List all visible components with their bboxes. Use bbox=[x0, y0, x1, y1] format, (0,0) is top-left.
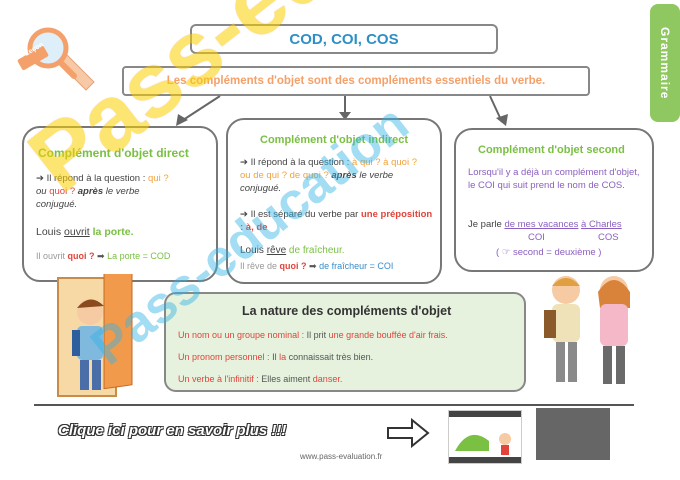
cod-example: Louis ouvrit la porte. bbox=[36, 226, 134, 238]
connector-arrows bbox=[176, 95, 508, 126]
coi-question: Il rêve de quoi ? ➡ de fraîcheur = COI bbox=[240, 261, 394, 271]
cos-label-cos: COS bbox=[598, 232, 619, 243]
boy-door-illustration bbox=[57, 274, 133, 397]
cos-example: Je parle de mes vacances à Charles bbox=[468, 219, 622, 230]
cos-title: Complément d'objet second bbox=[478, 144, 625, 156]
definition-banner: Les compléments d'objet sont des complém… bbox=[122, 66, 590, 96]
nature-box: La nature des compléments d'objet Un nom… bbox=[164, 292, 526, 392]
children-illustration bbox=[544, 276, 630, 384]
right-arrow-icon: ➔ bbox=[240, 157, 251, 168]
nature-row-3: Un verbe à l'infinitif : Elles aiment da… bbox=[178, 374, 343, 384]
grammar-tab[interactable]: Grammaire bbox=[650, 4, 680, 122]
nature-row-2: Un pronom personnel : Il la connaissait … bbox=[178, 352, 374, 362]
pointing-hand-icon: ☞ bbox=[501, 247, 511, 258]
grammar-tab-label: Grammaire bbox=[658, 26, 672, 100]
big-arrow-icon: ➡ bbox=[97, 251, 105, 261]
cos-rule: Lorsqu'il y a déjà un complément d'objet… bbox=[468, 167, 640, 191]
cos-card: Complément d'objet second Lorsqu'il y a … bbox=[454, 128, 654, 272]
video-thumbnail-2[interactable] bbox=[536, 408, 610, 460]
coi-card: Complément d'objet indirect ➔ Il répond … bbox=[226, 118, 442, 284]
nature-row-1: Un nom ou un groupe nominal : Il prit un… bbox=[178, 330, 448, 340]
page-title: COD, COI, COS bbox=[190, 24, 498, 54]
cod-card: Complément d'objet direct ➔ Il répond à … bbox=[22, 126, 218, 282]
right-arrow-icon: ➔ bbox=[240, 209, 251, 220]
right-arrow-icon: ➔ bbox=[36, 173, 47, 184]
dinosaur-thumbnail-icon bbox=[449, 411, 521, 463]
coi-example: Louis rêve de fraîcheur. bbox=[240, 245, 345, 256]
coi-separation: ➔ Il est séparé du verbe par une préposi… bbox=[240, 209, 433, 233]
cod-rule: ➔ Il répond à la question : qui ? ou quo… bbox=[36, 173, 169, 210]
cos-label-coi: COI bbox=[528, 232, 545, 243]
nature-title: La nature des compléments d'objet bbox=[242, 304, 452, 318]
cod-question: Il ouvrit quoi ? ➡ La porte = COD bbox=[36, 251, 171, 261]
big-arrow-icon: ➡ bbox=[309, 261, 317, 271]
coi-rule: ➔ Il répond à la question : à qui ? à qu… bbox=[240, 157, 417, 194]
coi-title: Complément d'objet indirect bbox=[260, 134, 409, 146]
magnifier-icon bbox=[17, 27, 95, 91]
footer-url[interactable]: www.pass-evaluation.fr bbox=[300, 452, 383, 461]
cod-title: Complément d'objet direct bbox=[38, 146, 189, 160]
arrow-right-icon[interactable] bbox=[386, 418, 430, 448]
separator-line bbox=[34, 404, 634, 406]
more-info-link[interactable]: Clique ici pour en savoir plus !!! bbox=[58, 422, 287, 439]
lesson-badge: Leçon bbox=[14, 18, 98, 98]
cos-note: ( ☞ second = deuxième ) bbox=[496, 247, 602, 258]
video-thumbnail[interactable] bbox=[448, 410, 522, 464]
